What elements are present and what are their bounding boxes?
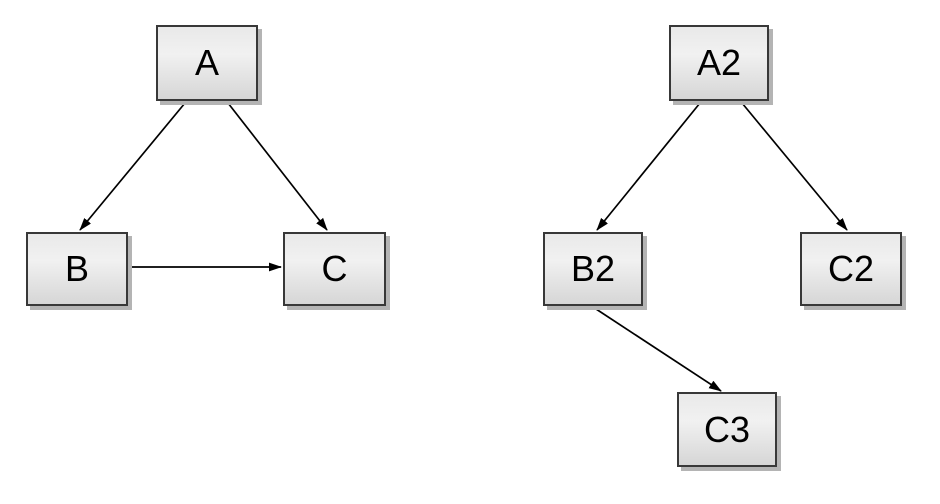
node-label-A2: A2 [696,42,742,83]
node-label-C: C [321,248,348,289]
edge-A-to-C[interactable] [227,102,328,231]
edge-A2-to-C2[interactable] [741,102,848,231]
graph-node-A[interactable]: A [156,25,258,101]
graph-node-C2[interactable]: C2 [800,232,902,306]
edge-A-to-B[interactable] [79,102,186,231]
graph-node-A2[interactable]: A2 [669,25,769,101]
graph-node-C[interactable]: C [283,232,386,306]
node-label-B: B [64,248,89,289]
node-label-B2: B2 [570,248,616,289]
edge-B2-to-C3[interactable] [592,306,722,392]
node-label-C2: C2 [827,248,875,289]
node-label-C3: C3 [703,408,751,450]
node-label-A: A [194,42,219,83]
graph-node-B2[interactable]: B2 [543,232,643,306]
graph-node-B[interactable]: B [26,232,128,306]
edge-A2-to-B2[interactable] [596,102,701,231]
graph-node-C3[interactable]: C3 [677,392,777,467]
